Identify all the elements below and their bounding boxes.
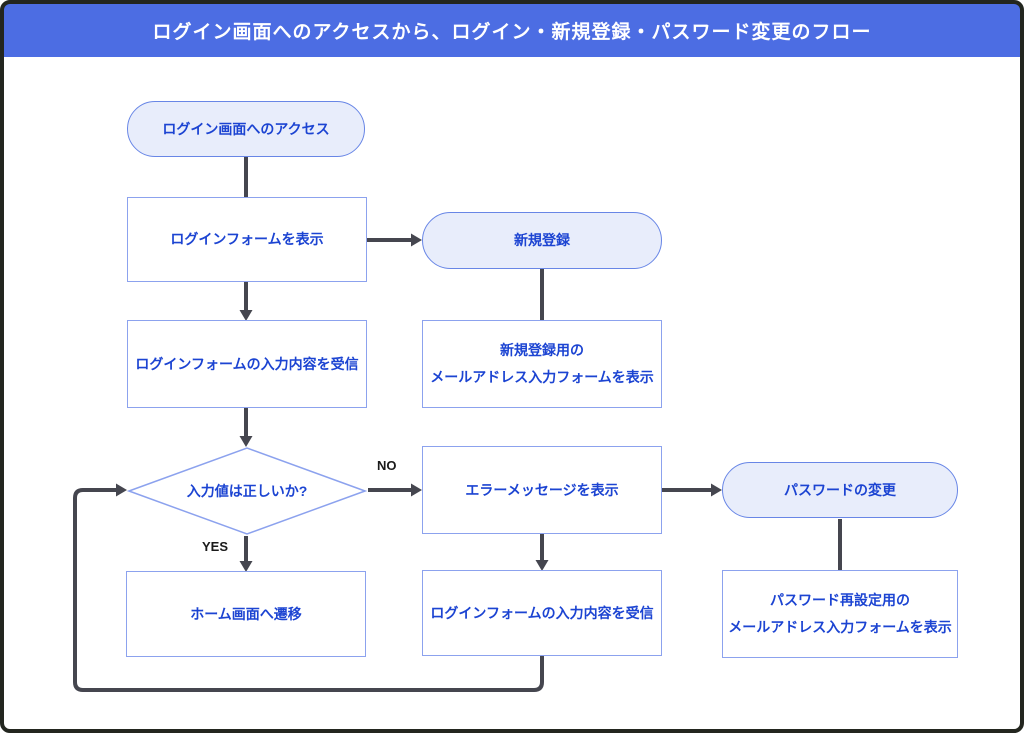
arrowhead-down-icon <box>535 560 549 571</box>
node-label-line2: メールアドレス入力フォームを表示 <box>430 369 654 385</box>
node-label: ホーム画面へ遷移 <box>190 605 302 622</box>
node-password-reset-email-form: パスワード再設定用の メールアドレス入力フォームを表示 <box>722 570 958 658</box>
diagram-title: ログイン画面へのアクセスから、ログイン・新規登録・パスワード変更のフロー <box>152 22 872 43</box>
node-label: ログイン画面へのアクセス <box>162 120 330 137</box>
title-bar: ログイン画面へのアクセスから、ログイン・新規登録・パスワード変更のフロー <box>4 4 1020 57</box>
node-label: 新規登録 <box>514 232 570 249</box>
node-label: エラーメッセージを表示 <box>465 481 619 498</box>
arrowhead-down-icon <box>239 561 253 572</box>
node-label-line2: メールアドレス入力フォームを表示 <box>728 619 952 635</box>
arrowhead-right-icon <box>411 233 422 247</box>
node-label: ログインフォームを表示 <box>170 231 324 248</box>
arrowhead-right-icon <box>411 483 422 497</box>
node-show-error-message: エラーメッセージを表示 <box>422 446 662 534</box>
arrowhead-right-icon <box>116 483 127 497</box>
node-login-screen-access: ログイン画面へのアクセス <box>127 101 365 157</box>
node-signup: 新規登録 <box>422 212 662 269</box>
arrowhead-right-icon <box>711 483 722 497</box>
node-show-login-form: ログインフォームを表示 <box>127 197 367 282</box>
arrowhead-down-icon <box>239 436 253 447</box>
node-signup-email-form: 新規登録用の メールアドレス入力フォームを表示 <box>422 320 662 408</box>
node-receive-login-input-2: ログインフォームの入力内容を受信 <box>422 570 662 656</box>
edge-loop-receive2-to-validate <box>73 488 544 692</box>
edge-label-no: NO <box>377 458 397 473</box>
node-input-valid-decision: 入力値は正しいか? <box>127 446 367 536</box>
node-label: ログインフォームの入力内容を受信 <box>135 355 359 372</box>
arrowhead-down-icon <box>239 310 253 321</box>
node-password-change: パスワードの変更 <box>722 462 958 518</box>
node-label-line1: 新規登録用の <box>500 342 584 359</box>
edge-label-yes: YES <box>202 539 229 554</box>
node-receive-login-input: ログインフォームの入力内容を受信 <box>127 320 367 408</box>
node-label: ログインフォームの入力内容を受信 <box>430 604 654 621</box>
diamond-shape <box>127 447 367 535</box>
node-label: 入力値は正しいか? <box>186 482 308 499</box>
node-label: パスワードの変更 <box>784 481 896 498</box>
node-label-line1: パスワード再設定用の <box>770 592 910 609</box>
node-go-home-screen: ホーム画面へ遷移 <box>126 571 366 657</box>
